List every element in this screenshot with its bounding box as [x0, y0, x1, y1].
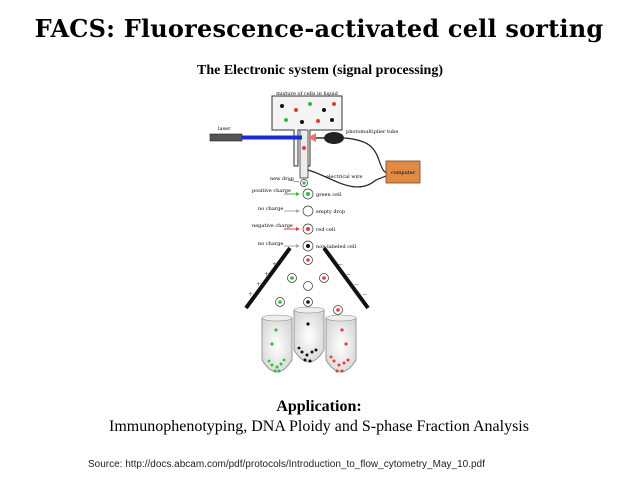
laser-label: laser: [218, 126, 231, 132]
collection-tube-unlabeled: [293, 306, 325, 363]
new-drop-label: new drop: [270, 176, 294, 182]
slide-title: FACS: Fluorescence-activated cell sortin…: [34, 14, 604, 43]
facs-diagram: mixture of cells in liquid laser photomu…: [209, 91, 421, 373]
no-charge-label-2: no charge: [258, 241, 283, 247]
electrical-wire: [307, 169, 387, 188]
deflection-plate-left: [244, 246, 292, 310]
collection-tube-red: [325, 314, 357, 373]
laser-source: [209, 133, 243, 142]
electrical-wire-label: electrical wire: [326, 174, 363, 180]
mixture-label: mixture of cells in liquid: [276, 91, 339, 97]
application-text: Immunophenotyping, DNA Ploidy and S-phas…: [109, 418, 529, 435]
svg-text:+: +: [248, 291, 253, 298]
green-cell-label: green cell: [316, 192, 342, 198]
negative-charge-label: negative charge: [252, 223, 293, 229]
non-labeled-cell-label: non-labeled cell: [316, 244, 357, 250]
signal-wire: [343, 137, 387, 173]
svg-text:−: −: [338, 261, 343, 268]
falling-drops: [275, 255, 343, 315]
svg-text:+: +: [264, 271, 269, 278]
collection-tube-green: [261, 314, 293, 373]
deflection-plate-right: [322, 246, 370, 310]
laser-beam: [242, 135, 302, 140]
source-citation: Source: http://docs.abcam.com/pdf/protoc…: [88, 459, 485, 470]
svg-text:−: −: [354, 281, 359, 288]
svg-text:+: +: [256, 281, 261, 288]
red-cell-label: red cell: [316, 227, 335, 233]
svg-text:−: −: [362, 291, 367, 298]
photomultiplier-label: photomultiplier tube: [346, 129, 398, 135]
application-heading: Application:: [276, 398, 362, 415]
svg-text:+: +: [272, 261, 277, 268]
flow-channel: [299, 129, 309, 179]
cell-in-stream: [302, 146, 306, 150]
positive-charge-label: positive charge: [252, 188, 291, 194]
empty-drop-label: empty drop: [316, 209, 345, 215]
no-charge-label-1: no charge: [258, 206, 283, 212]
computer-label: computer: [391, 170, 416, 176]
scatter-cone: [308, 133, 316, 142]
photomultiplier-tube: [324, 132, 344, 144]
slide-subtitle: The Electronic system (signal processing…: [196, 63, 444, 78]
svg-text:−: −: [346, 271, 351, 278]
